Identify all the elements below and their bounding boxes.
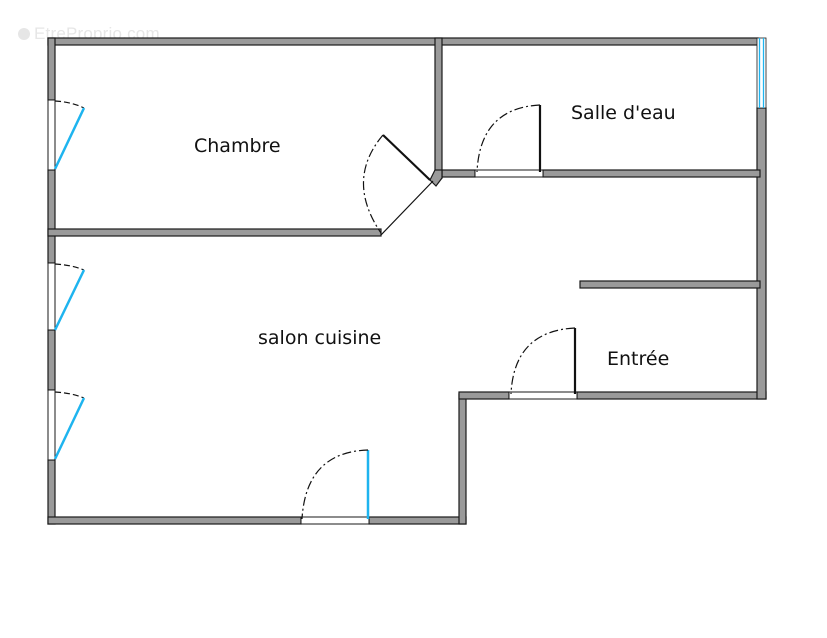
door-entree [508, 327, 578, 400]
wall-chambre-salle-divider [434, 37, 443, 179]
wall-entree-bottom [576, 391, 767, 400]
room-label-entree: Entrée [607, 348, 670, 370]
wall-bottom-left [47, 516, 302, 525]
room-label-chambre: Chambre [194, 135, 281, 157]
wall-step-vertical [458, 393, 467, 525]
window-salon-west-lower [47, 389, 86, 461]
watermark-logo-icon [18, 28, 30, 40]
window-chambre-west [47, 99, 86, 171]
wall-right [756, 107, 767, 400]
wall-step-horizontal [458, 391, 510, 400]
door-front-south [300, 449, 370, 525]
wall-salle-bottom-left [440, 169, 476, 178]
window-salon-west-upper [47, 262, 86, 331]
wall-bottom-right [368, 516, 467, 525]
wall-top [47, 37, 759, 46]
door-salle-deau [474, 104, 544, 178]
wall-chambre-bottom [47, 228, 382, 237]
room-label-salle-deau: Salle d'eau [571, 102, 676, 124]
window-salle-deau-east [756, 37, 767, 109]
wall-left-1 [47, 37, 56, 101]
wall-left-2 [47, 169, 56, 264]
wall-diagonal-stub [429, 169, 443, 187]
wall-salle-bottom-right [542, 169, 761, 178]
door-chambre [362, 134, 434, 236]
room-label-salon-cuisine: salon cuisine [258, 327, 382, 349]
wall-left-4 [47, 459, 56, 525]
wall-entree-top [579, 280, 761, 289]
wall-left-3 [47, 329, 56, 391]
